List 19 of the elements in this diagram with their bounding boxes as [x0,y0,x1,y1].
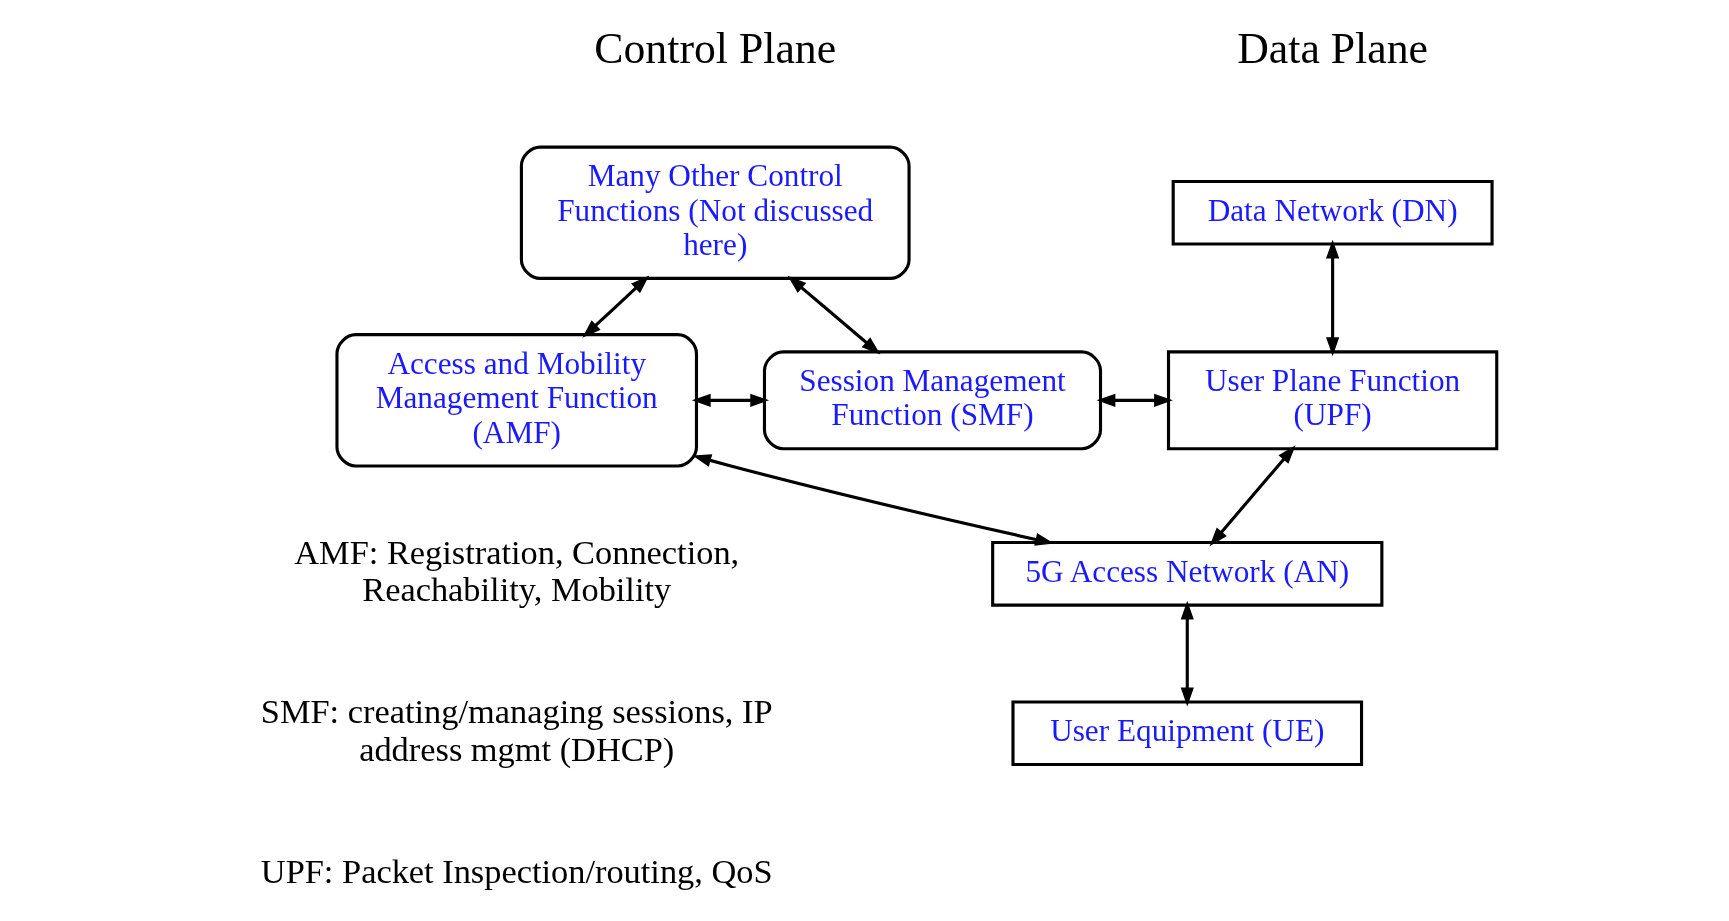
label: UPF: Packet Inspection/routing, QoS [260,851,773,890]
arrow [1326,239,1340,357]
arrow [691,393,770,407]
arrow [787,275,881,355]
arrow [1096,393,1173,407]
node-box: Data Network (DN) [1171,179,1494,246]
arrow [582,275,650,338]
node-box: Many Other Control Functions (Not discussed here) [519,145,911,280]
node-box: 5G Access Network (AN) [991,541,1384,607]
node-box: Access and Mobility Management Function (AMF) [335,333,699,468]
label: AMF: Registration, Connection, Reachability, Mobility [294,532,740,609]
node-box: User Plane Function (UPF) [1166,350,1499,451]
label: SMF: creating/managing sessions, IP address mgmt (DHCP) [260,692,773,768]
arrow [1209,445,1296,547]
label: Control Plane [594,24,837,73]
node-box: User Equipment (UE) [1011,700,1364,767]
arrow [1180,600,1194,707]
label: Data Plane [1237,24,1428,73]
node-box: Session Management Function (SMF) [762,350,1103,451]
